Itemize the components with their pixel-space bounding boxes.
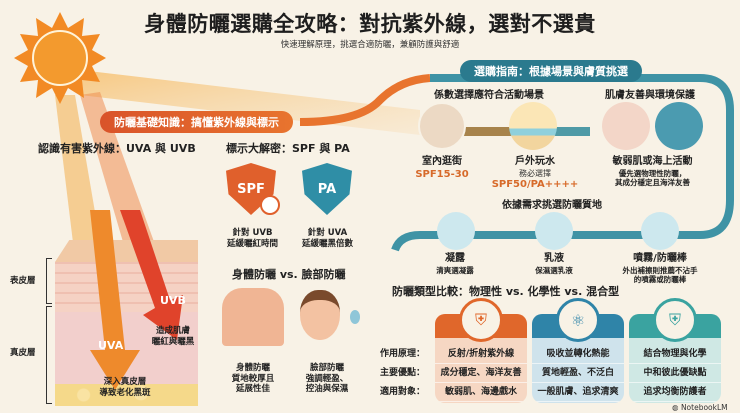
texture-gel: 凝露 清爽選凝露 (436, 253, 474, 275)
spray-stick-icon (641, 212, 679, 250)
shield-sun-icon: ⛨ (653, 298, 697, 342)
molecule-icon: ⚛ (556, 298, 600, 342)
body-vs-face-heading: 身體防曬 vs. 臉部防曬 (232, 268, 346, 281)
page-subtitle: 快速理解原理，挑選合適防曬，兼顧防護與舒適 (280, 40, 460, 50)
indoor-shopping-illustration (418, 102, 466, 150)
clock-icon (260, 195, 280, 215)
face-illustration (300, 290, 340, 340)
guide-banner: 選購指南：根據場景與膚質挑選 (460, 60, 642, 82)
basics-banner: 防曬基礎知識：搞懂紫外線與標示 (100, 111, 293, 133)
gel-drop-icon (437, 212, 475, 250)
comparison-row-labels: 作用原理： 主要優點： 適用對象： (380, 349, 426, 397)
scene-heading: 係數選擇應符合活動場景 (434, 90, 544, 101)
skin-friendly-heading: 肌膚友善與環境保護 (605, 90, 695, 101)
texture-spray: 噴霧/防曬棒 外出補擦則推薦不沾手 的噴霧或防曬棒 (622, 253, 698, 284)
spf-desc: 針對 UVB 延緩曬紅時間 (226, 228, 278, 249)
page-title: 身體防曬選購全攻略：對抗紫外線，選對不選貴 (144, 12, 596, 36)
labels-heading: 標示大解密：SPF 與 PA (226, 142, 350, 155)
texture-lotion: 乳液 保濕選乳液 (535, 253, 573, 275)
dermis-bracket (46, 306, 52, 404)
uva-label: UVA (98, 339, 124, 352)
scene-outdoor: 戶外玩水 務必選擇 SPF50/PA++++ (491, 156, 579, 190)
texture-heading: 依據需求挑選防曬質地 (502, 200, 602, 211)
comparison-heading: 防曬類型比較：物理性 vs. 化學性 vs. 混合型 (392, 285, 620, 298)
pa-desc: 針對 UVA 延緩曬黑倍數 (301, 228, 353, 249)
notebooklm-logo-icon: ◍ (672, 403, 681, 412)
scene-sensitive: 敏弱肌或海上活動 優先選物理性防曬， 其成分穩定且海洋友善 (612, 156, 693, 187)
water-drop-icon (350, 310, 360, 324)
uva-desc: 深入真皮層 導致老化黑斑 (99, 377, 151, 398)
sensitive-skin-illustration (602, 102, 650, 150)
face-desc: 臉部防曬 強調輕盈、 控油與保濕 (305, 363, 349, 395)
epidermis-label: 表皮層 (10, 276, 36, 286)
skin-diagram: UVA UVB 造成肌膚 曬紅與曬黑 深入真皮層 導致老化黑斑 (55, 210, 198, 410)
notebooklm-brand: ◍ NotebookLM (672, 403, 728, 412)
uv-heading: 認識有害紫外線：UVA 與 UVB (38, 142, 196, 155)
uvb-label: UVB (160, 294, 186, 307)
beach-illustration (509, 102, 557, 150)
shield-reflect-icon: ⛨ (459, 298, 503, 342)
body-illustration (222, 288, 284, 346)
dermis-label: 真皮層 (10, 348, 36, 358)
scene-indoor: 室內逛街 SPF15-30 (415, 156, 469, 180)
lotion-jar-icon (535, 212, 573, 250)
epidermis-bracket (46, 258, 52, 304)
body-desc: 身體防曬 質地較厚且 延展性佳 (231, 363, 275, 395)
ocean-reef-illustration (655, 102, 703, 150)
uvb-desc: 造成肌膚 曬紅與曬黑 (151, 326, 195, 347)
